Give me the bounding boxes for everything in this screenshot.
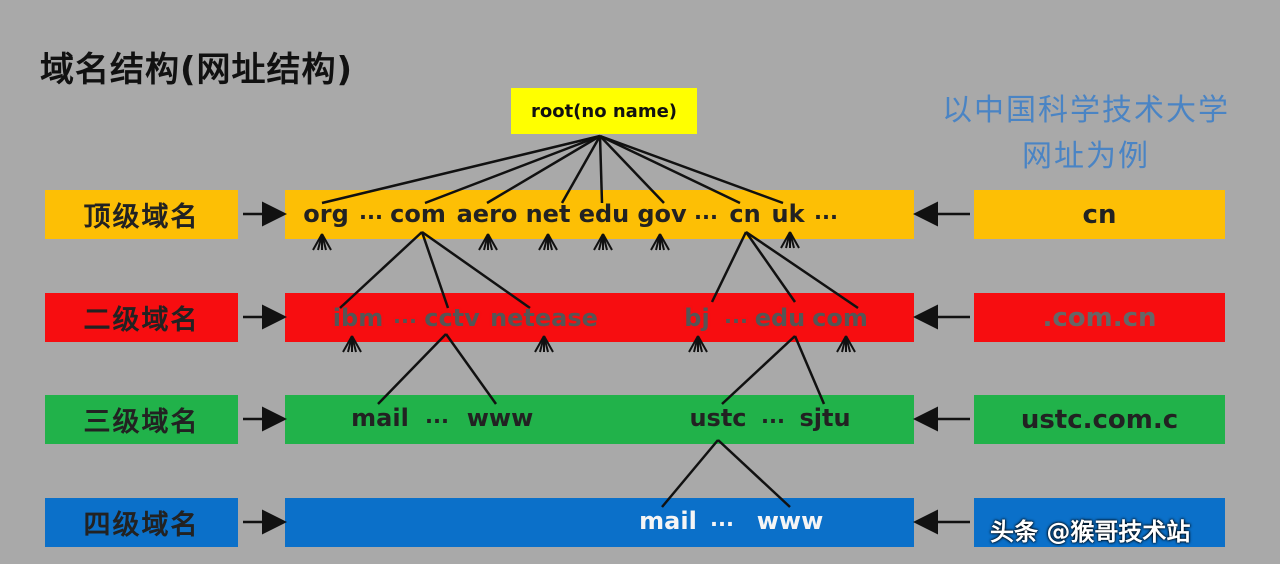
node-ellipsis: ... bbox=[761, 404, 785, 428]
band-top-level bbox=[285, 190, 914, 239]
node-edu-2nd: edu bbox=[754, 304, 806, 332]
subtree-marker bbox=[602, 233, 613, 251]
node-ellipsis: ... bbox=[724, 304, 748, 328]
subtree-marker bbox=[547, 233, 558, 251]
level-label-top: 顶级域名 bbox=[45, 190, 238, 239]
node-net: net bbox=[525, 200, 571, 228]
band-third-level bbox=[285, 395, 914, 444]
node-edu: edu bbox=[578, 200, 630, 228]
node-ellipsis: ... bbox=[694, 200, 718, 224]
example-note: 以中国科学技术大学 网址为例 bbox=[916, 88, 1256, 180]
node-ibm: ibm bbox=[332, 304, 384, 332]
node-ustc: ustc bbox=[689, 404, 747, 432]
subtree-marker bbox=[487, 233, 498, 251]
diagram-title: 域名结构(网址结构) bbox=[40, 50, 354, 90]
subtree-marker bbox=[697, 335, 708, 353]
example-note-line-1: 以中国科学技术大学 bbox=[942, 93, 1230, 128]
band-second-level bbox=[285, 293, 914, 342]
node-gov: gov bbox=[637, 200, 687, 228]
node-ellipsis: ... bbox=[814, 200, 838, 224]
subtree-marker bbox=[543, 335, 554, 353]
node-cctv: cctv bbox=[424, 304, 480, 332]
example-third-level: ustc.com.c bbox=[974, 395, 1225, 444]
node-sjtu: sjtu bbox=[799, 404, 851, 432]
node-ellipsis: ... bbox=[393, 304, 417, 328]
example-fourth-level bbox=[974, 498, 1225, 547]
node-www-4th: www bbox=[756, 507, 824, 535]
node-com: com bbox=[390, 200, 446, 228]
node-ellipsis: ... bbox=[425, 404, 449, 428]
level-label-second: 二级域名 bbox=[45, 293, 238, 342]
example-top-level: cn bbox=[974, 190, 1225, 239]
node-netease: netease bbox=[490, 304, 598, 332]
subtree-marker bbox=[659, 233, 670, 251]
subtree-marker bbox=[351, 335, 362, 353]
node-bj: bj bbox=[684, 304, 710, 332]
subtree-marker bbox=[789, 231, 800, 249]
node-mail-4th: mail bbox=[639, 507, 697, 535]
watermark: 头条 @猴哥技术站 bbox=[990, 518, 1191, 546]
subtree-marker bbox=[845, 335, 856, 353]
node-www-3rd: www bbox=[466, 404, 534, 432]
subtree-marker bbox=[321, 233, 332, 251]
level-label-fourth: 四级域名 bbox=[45, 498, 238, 547]
node-cn: cn bbox=[729, 200, 761, 228]
node-mail-3rd: mail bbox=[351, 404, 409, 432]
example-note-line-2: 网址为例 bbox=[1022, 139, 1150, 174]
node-com-2nd: com bbox=[812, 304, 868, 332]
node-ellipsis: ... bbox=[359, 200, 383, 224]
level-label-third: 三级域名 bbox=[45, 395, 238, 444]
node-aero: aero bbox=[456, 200, 518, 228]
band-fourth-level bbox=[285, 498, 914, 547]
root-node: root(no name) bbox=[511, 88, 697, 134]
example-second-level: .com.cn bbox=[974, 293, 1225, 342]
node-ellipsis: ... bbox=[710, 507, 734, 531]
node-uk: uk bbox=[771, 200, 805, 228]
node-org: org bbox=[303, 200, 349, 228]
